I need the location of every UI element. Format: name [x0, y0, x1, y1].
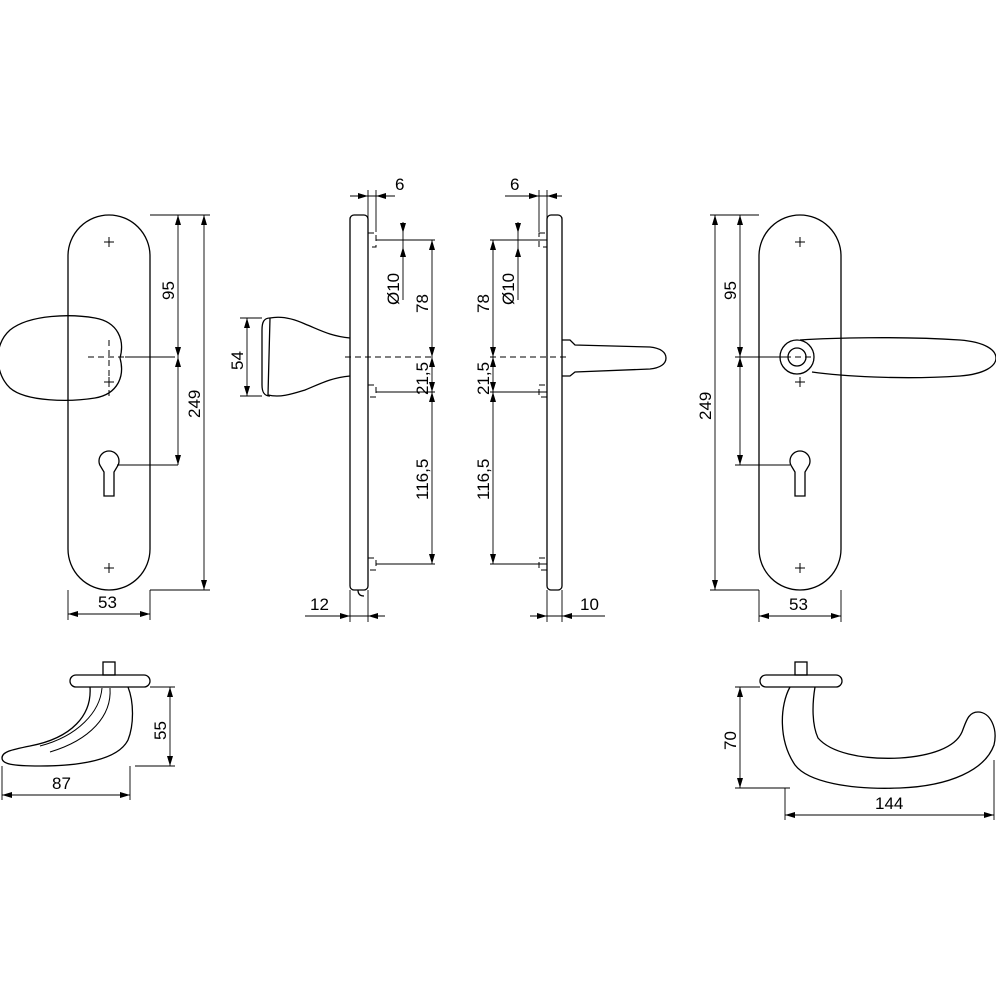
- dim-70: 70: [721, 731, 740, 750]
- dim-95-left: 95: [159, 281, 178, 300]
- top-view-lever: 70 144: [721, 661, 996, 820]
- dim-dia10-right: Ø10: [499, 273, 518, 305]
- escutcheon-plate-right: [758, 214, 842, 591]
- dim-6-left: 6: [395, 175, 404, 194]
- front-view-knob: 95 249 53: [0, 214, 210, 620]
- dim-87: 87: [52, 774, 71, 793]
- dim-144: 144: [875, 794, 903, 813]
- lever-profile: [562, 339, 667, 377]
- dim-116-5-left: 116,5: [413, 459, 432, 500]
- dim-78-right: 78: [474, 294, 493, 313]
- side-view-lever: 78 21,5 116,5 Ø10 6 10: [474, 175, 667, 622]
- dim-249-right: 249: [696, 392, 715, 420]
- dim-10: 10: [580, 595, 599, 614]
- dim-53-right: 53: [789, 595, 808, 614]
- cylinder-hole-left: [98, 450, 120, 497]
- dim-249-left: 249: [185, 390, 204, 418]
- knob-top-outline: [1, 686, 134, 767]
- dim-6-right: 6: [510, 175, 519, 194]
- dim-21-5-right: 21,5: [474, 362, 493, 395]
- dim-116-5-right: 116,5: [474, 459, 493, 500]
- dim-78-left: 78: [413, 294, 432, 313]
- knob-profile: [267, 316, 351, 397]
- dim-12: 12: [310, 595, 329, 614]
- dim-53-left: 53: [98, 593, 117, 612]
- dim-21-5-left: 21,5: [413, 362, 432, 395]
- knob-outline: [0, 315, 123, 401]
- dim-95-right: 95: [721, 281, 740, 300]
- dim-54: 54: [228, 351, 247, 370]
- front-view-lever: 249 95 53: [696, 214, 996, 622]
- side-view-knob: 78 21,5 116,5 Ø10 6 54 12: [228, 175, 435, 622]
- top-view-knob: 55 87: [1, 661, 175, 800]
- lever-handle: [799, 337, 996, 379]
- cylinder-hole-right: [789, 450, 811, 497]
- dim-dia10-left: Ø10: [384, 273, 403, 305]
- side-plate-left: [349, 214, 369, 591]
- escutcheon-plate-left: [67, 214, 151, 591]
- dim-55: 55: [151, 721, 170, 740]
- lever-top-outline: [781, 686, 996, 789]
- side-plate-right: [546, 214, 563, 591]
